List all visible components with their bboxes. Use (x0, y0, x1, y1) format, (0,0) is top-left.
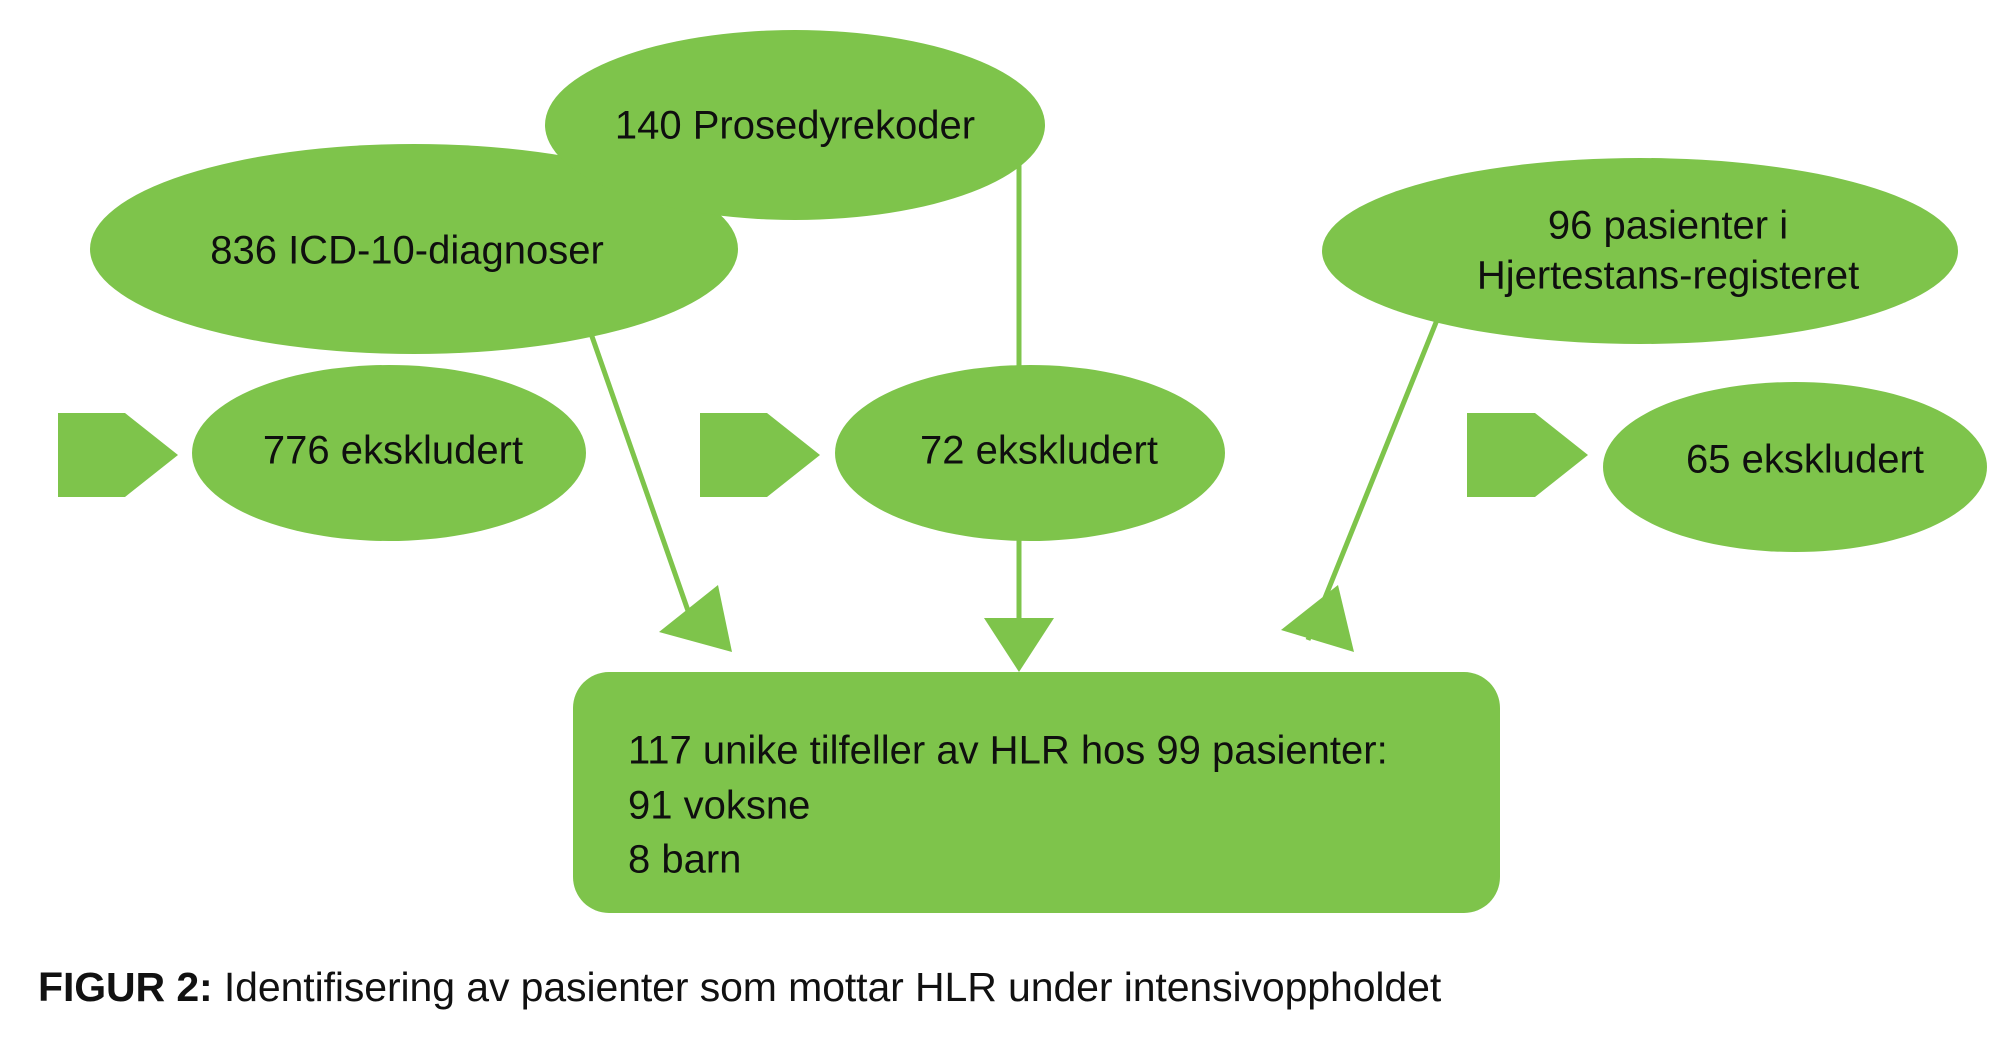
pentagon-arrow-icon-left (58, 413, 178, 497)
node-source-icd10[interactable]: 836 ICD-10-diagnoser (90, 144, 738, 354)
connector-registry-to-result (1305, 319, 1440, 641)
rounded-rect-shape-result (573, 672, 1500, 913)
node-label-result-line3: 8 barn (628, 838, 741, 882)
pentagon-arrow-icon-right (1467, 413, 1588, 497)
node-result[interactable]: 117 unike tilfeller av HLR hos 99 pasien… (573, 672, 1500, 913)
connectors (564, 165, 1440, 672)
node-label-procedures: 140 Prosedyrekoder (615, 104, 975, 148)
figure-caption-text: Identifisering av pasienter som mottar H… (212, 964, 1442, 1010)
ellipse-shape-excluded-left (192, 365, 586, 541)
node-label-excluded-middle: 72 ekskludert (920, 429, 1158, 473)
arrowhead-registry-to-result (1281, 585, 1354, 652)
node-label-result-line1: 117 unike tilfeller av HLR hos 99 pasien… (628, 729, 1388, 773)
node-exclusion-right[interactable]: 65 ekskludert (1467, 382, 1987, 552)
node-label-registry-line1: 96 pasienter i (1548, 204, 1788, 248)
figure-caption: FIGUR 2: Identifisering av pasienter som… (38, 962, 1968, 1013)
ellipse-shape-procedures (545, 30, 1045, 220)
node-exclusion-left[interactable]: 776 ekskludert (58, 365, 586, 541)
figure-caption-label: FIGUR 2: (38, 964, 213, 1010)
node-label-excluded-right: 65 ekskludert (1686, 438, 1924, 482)
flowchart-diagram: 836 ICD-10-diagnoser 140 Prosedyrekoder … (58, 30, 1987, 913)
node-source-procedures[interactable]: 140 Prosedyrekoder (545, 30, 1045, 220)
arrowhead-procedures-to-result (984, 618, 1054, 672)
node-label-icd10: 836 ICD-10-diagnoser (210, 229, 604, 273)
ellipse-shape-icd10 (90, 144, 738, 354)
pentagon-arrow-icon-middle (700, 413, 820, 497)
ellipse-shape-excluded-middle (835, 365, 1225, 541)
node-source-registry[interactable]: 96 pasienter i Hjertestans-registeret (1322, 158, 1958, 344)
node-label-registry-line2: Hjertestans-registeret (1477, 254, 1859, 298)
node-exclusion-middle[interactable]: 72 ekskludert (700, 365, 1225, 541)
ellipse-shape-excluded-right (1603, 382, 1987, 552)
node-label-excluded-left: 776 ekskludert (263, 429, 523, 473)
arrowhead-icd10-to-result (659, 585, 732, 652)
ellipse-shape-registry (1322, 158, 1958, 344)
node-label-result-line2: 91 voksne (628, 784, 810, 828)
